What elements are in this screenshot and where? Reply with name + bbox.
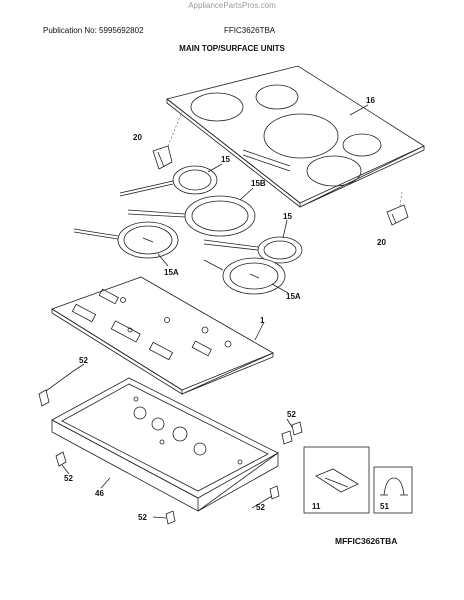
bottom-pan[interactable] [51, 377, 279, 512]
clip-52-upper-left[interactable] [38, 371, 73, 407]
surface-element-15B[interactable] [127, 195, 256, 237]
surface-element-15-right[interactable] [203, 236, 303, 264]
callout-15-right: 15 [283, 212, 292, 221]
cooktop-glass[interactable] [166, 65, 425, 208]
surface-element-15-top[interactable] [119, 165, 218, 197]
callout-15B: 15B [251, 179, 266, 188]
publication-number: Publication No: 5995692802 [43, 26, 144, 35]
clip-52-left[interactable] [55, 451, 67, 467]
callout-15A-left: 15A [164, 268, 179, 277]
callout-52-upper-left: 52 [79, 356, 88, 365]
callout-11: 11 [312, 502, 321, 511]
clip-52-right[interactable] [269, 485, 280, 500]
clip-52-upper-right[interactable] [281, 421, 303, 445]
callout-52-bottom: 52 [138, 513, 147, 522]
callout-51: 51 [380, 502, 389, 511]
callout-52-upper-right: 52 [287, 410, 296, 419]
model-number: FFIC3626TBA [224, 26, 276, 35]
callout-15A-right: 15A [286, 292, 301, 301]
bracket-right[interactable] [386, 204, 409, 226]
main-top-frame[interactable] [51, 276, 274, 395]
callout-16: 16 [366, 96, 375, 105]
callout-20-right: 20 [377, 238, 386, 247]
surface-element-15A-right[interactable] [203, 257, 286, 295]
callout-20-left: 20 [133, 133, 142, 142]
surface-element-15A-left[interactable] [73, 221, 179, 259]
clip-52-bottom[interactable] [165, 510, 176, 525]
callout-52-right: 52 [256, 503, 265, 512]
callout-15-top: 15 [221, 155, 230, 164]
bracket-left[interactable] [152, 145, 173, 170]
callout-1: 1 [260, 316, 265, 325]
diagram-code: MFFIC3626TBA [335, 536, 398, 546]
watermark: AppliancePartsPros.com [188, 1, 276, 10]
section-title: MAIN TOP/SURFACE UNITS [179, 44, 285, 53]
callout-46: 46 [95, 489, 104, 498]
inset-box-51[interactable] [373, 466, 413, 514]
inset-box-11[interactable] [303, 446, 370, 514]
callout-52-left: 52 [64, 474, 73, 483]
